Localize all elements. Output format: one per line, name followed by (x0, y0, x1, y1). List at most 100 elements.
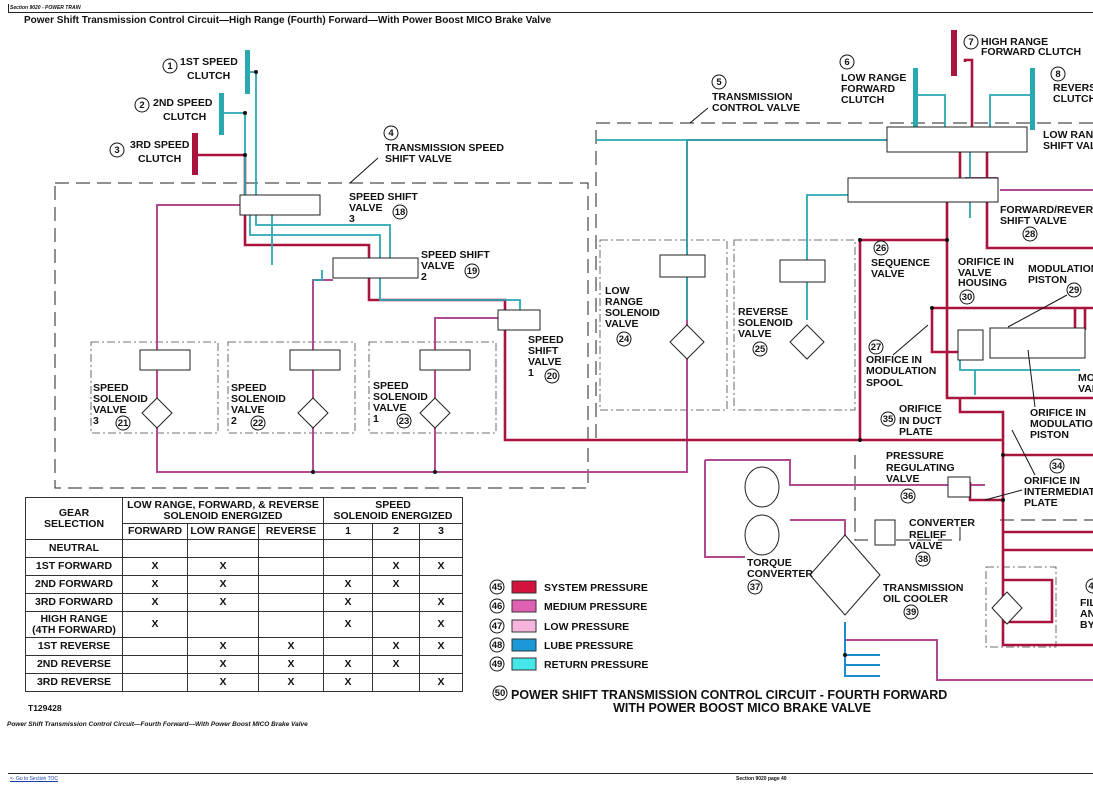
energized-cell (419, 539, 463, 558)
svg-text:RETURN PRESSURE: RETURN PRESSURE (544, 659, 648, 671)
2nd-speed-clutch (219, 93, 224, 135)
energized-cell (323, 539, 373, 558)
svg-text:27: 27 (871, 342, 882, 353)
figure-title: 50 POWER SHIFT TRANSMISSION CONTROL CIRC… (492, 685, 947, 715)
svg-text:PRESSURE: PRESSURE (886, 450, 944, 462)
svg-text:SHIFT VALVE: SHIFT VALVE (1043, 140, 1093, 152)
energized-cell: X (323, 673, 373, 692)
svg-text:1ST SPEED: 1ST SPEED (180, 56, 238, 68)
pressure-regulating-valve (947, 476, 971, 498)
go-to-section-toc-link[interactable]: <- Go to Section TOC (10, 776, 59, 782)
figure-caption: Power Shift Transmission Control Circuit… (7, 721, 308, 728)
svg-text:TRANSMISSION: TRANSMISSION (883, 582, 964, 594)
energized-cell: X (122, 611, 188, 638)
svg-text:LOW RANGE: LOW RANGE (841, 72, 906, 84)
label-reverse-clutch: 8REVERSECLUTCH (1050, 66, 1093, 105)
svg-text:VALVE: VALVE (1078, 383, 1093, 395)
svg-text:SHIFT: SHIFT (528, 345, 559, 357)
energized-cell: X (419, 593, 463, 612)
energized-cell: X (323, 593, 373, 612)
svg-text:SPOOL: SPOOL (866, 377, 903, 389)
svg-text:24: 24 (619, 334, 630, 345)
energized-cell (419, 575, 463, 594)
energized-cell (122, 539, 188, 558)
svg-text:MEDIUM PRESSURE: MEDIUM PRESSURE (544, 601, 647, 613)
svg-text:RELIEF: RELIEF (909, 529, 947, 541)
svg-text:ORIFICE IN: ORIFICE IN (1030, 407, 1086, 419)
svg-text:CONVERTER: CONVERTER (909, 517, 975, 529)
svg-text:CONVERTER: CONVERTER (747, 568, 813, 580)
svg-text:REVERSE: REVERSE (1053, 82, 1093, 94)
energized-cell (258, 575, 324, 594)
svg-text:SPEED: SPEED (93, 382, 129, 394)
gear-name-cell: NEUTRAL (25, 539, 123, 558)
svg-text:7: 7 (968, 37, 973, 48)
svg-text:2: 2 (231, 415, 237, 427)
footer-rule (8, 773, 1093, 774)
lube-pressure-lines (844, 622, 880, 677)
svg-text:1: 1 (373, 413, 379, 425)
svg-text:SOLENOID: SOLENOID (93, 393, 148, 405)
svg-text:36: 36 (903, 491, 914, 502)
speed-shift-valve-1 (497, 309, 541, 331)
energized-cell: X (122, 593, 188, 612)
svg-text:MODULATION: MODULATION (1030, 418, 1093, 430)
svg-text:50: 50 (495, 688, 506, 699)
energized-cell: X (187, 673, 259, 692)
energized-cell: X (258, 673, 324, 692)
svg-text:PLATE: PLATE (899, 426, 933, 438)
torque-converter-upper (744, 466, 780, 508)
svg-text:TORQUE: TORQUE (747, 557, 792, 569)
energized-cell: X (419, 611, 463, 638)
svg-text:MODULATION: MODULATION (1078, 372, 1093, 384)
energized-cell (187, 539, 259, 558)
energized-cell (372, 611, 420, 638)
svg-text:19: 19 (467, 266, 478, 277)
svg-text:26: 26 (876, 243, 887, 254)
page-title: Power Shift Transmission Control Circuit… (24, 15, 552, 26)
section-header: Section 9020 - POWER TRAIN (10, 5, 81, 11)
svg-text:FORWARD/REVERSE: FORWARD/REVERSE (1000, 204, 1093, 216)
svg-text:CLUTCH: CLUTCH (187, 70, 230, 82)
svg-text:VALVE: VALVE (958, 267, 991, 279)
energized-cell: X (122, 575, 188, 594)
header-rule (8, 4, 1093, 13)
svg-text:SPEED: SPEED (231, 382, 267, 394)
svg-text:MODULATION: MODULATION (866, 365, 936, 377)
svg-text:18: 18 (395, 207, 406, 218)
gear-name-cell: 1ST FORWARD (25, 557, 123, 576)
energized-cell: X (258, 637, 324, 656)
svg-text:CLUTCH: CLUTCH (1053, 93, 1093, 105)
svg-text:SPEED: SPEED (373, 380, 409, 392)
energized-cell (419, 655, 463, 674)
svg-text:2: 2 (421, 271, 427, 283)
svg-text:VALVE: VALVE (605, 318, 638, 330)
modulation-spool (957, 329, 984, 361)
forward-reverse-shift-valve (847, 177, 999, 203)
energized-cell: X (323, 611, 373, 638)
energized-cell: X (187, 637, 259, 656)
high-range-forward-clutch (951, 30, 957, 76)
svg-text:SPEED SHIFT: SPEED SHIFT (349, 191, 418, 203)
